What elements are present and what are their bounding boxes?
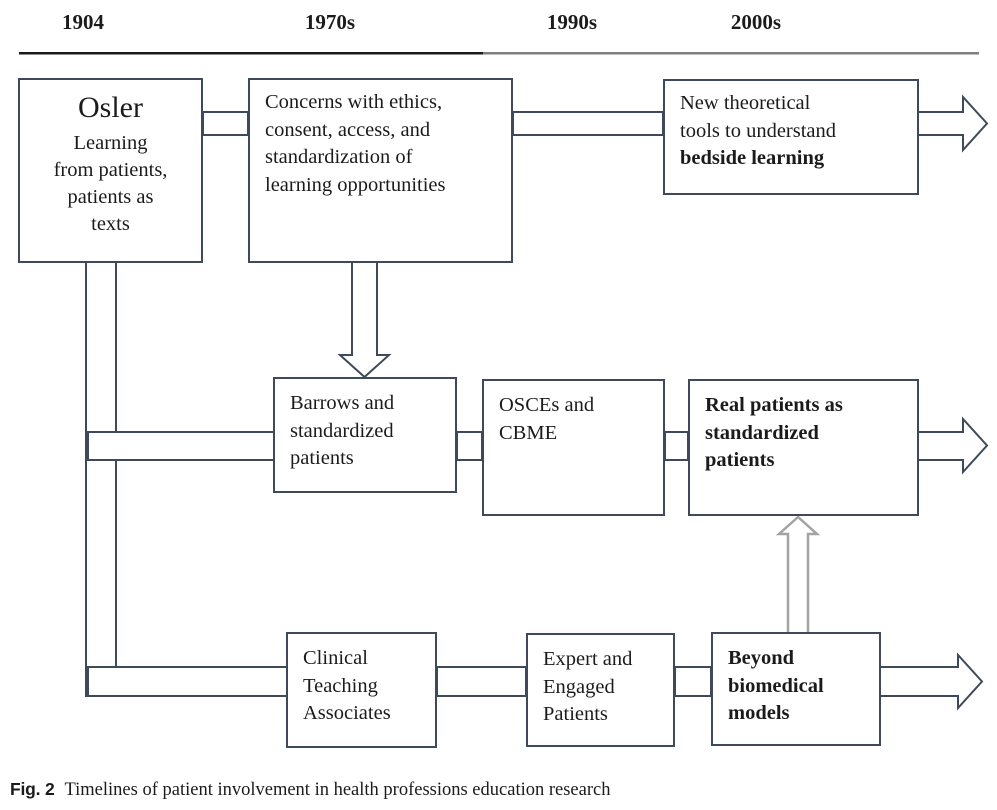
box-concerns-line: Concerns with ethics,	[265, 91, 443, 113]
pipe-osler-to-concerns	[202, 111, 249, 136]
year-label-1970s: 1970s	[304, 10, 356, 34]
figure-caption-text: Timelines of patient involvement in heal…	[64, 780, 611, 800]
box-beyond-line: Beyond	[728, 647, 795, 669]
box-barrows-line: standardized	[290, 419, 394, 442]
box-real-patients: Real patients as standardized patients	[688, 379, 919, 516]
timeline-rule-left	[19, 52, 483, 55]
box-osces-line: OSCEs and	[499, 394, 595, 416]
box-concerns-line: learning opportunities	[265, 173, 446, 196]
box-osler-title: Osler	[78, 91, 143, 124]
pipe-osces-to-real	[664, 431, 689, 461]
pipe-trunk-to-barrows	[87, 431, 276, 461]
pipe-osler-trunk	[85, 257, 117, 697]
box-new-theoretical-line: New theoretical	[680, 92, 811, 114]
box-new-theoretical: New theoretical tools to understand beds…	[663, 79, 919, 195]
box-beyond-line: biomedical	[728, 674, 824, 697]
year-label-1904: 1904	[62, 10, 104, 34]
box-osler-line: from patients,	[53, 159, 168, 181]
box-concerns-line: standardization of	[265, 146, 413, 168]
figure-caption: Fig. 2 Timelines of patient involvement i…	[10, 779, 980, 801]
box-concerns: Concerns with ethics, consent, access, a…	[248, 78, 513, 263]
pipe-barrows-to-osces	[456, 431, 483, 461]
box-osler: Osler Learning from patients, patients a…	[18, 78, 203, 263]
box-barrows-line: Barrows and	[290, 392, 395, 414]
box-expert: Expert and Engaged Patients	[526, 633, 675, 747]
box-beyond-line: models	[728, 702, 790, 724]
box-osces: OSCEs and CBME	[482, 379, 665, 516]
box-osler-line: patients as	[67, 186, 154, 208]
arrow-right-row1-icon	[916, 94, 989, 153]
box-clinical-line: Associates	[303, 702, 391, 724]
arrow-up-gray-icon	[775, 515, 821, 636]
arrow-down-icon	[337, 260, 392, 379]
box-beyond: Beyond biomedical models	[711, 632, 881, 746]
box-expert-line: Expert and	[543, 648, 633, 670]
pipe-expert-to-beyond	[674, 666, 712, 697]
box-barrows-line: patients	[290, 447, 354, 469]
box-concerns-line: consent, access, and	[265, 118, 431, 141]
box-osler-line: Learning	[73, 132, 148, 154]
box-clinical: Clinical Teaching Associates	[286, 632, 437, 748]
arrow-right-row3-icon	[878, 652, 984, 711]
box-real-patients-line: standardized	[705, 421, 819, 444]
box-barrows: Barrows and standardized patients	[273, 377, 457, 493]
box-expert-line: Patients	[543, 703, 608, 725]
pipe-trunk-to-clinical	[87, 666, 289, 697]
box-clinical-line: Teaching	[303, 674, 378, 697]
box-osler-line: texts	[91, 213, 130, 235]
box-new-theoretical-bold-line: bedside learning	[680, 147, 825, 169]
pipe-clinical-to-expert	[436, 666, 527, 697]
arrow-right-row2-icon	[916, 416, 989, 475]
timeline-rule-right	[483, 52, 979, 55]
box-new-theoretical-line: tools to understand	[680, 119, 837, 142]
box-clinical-line: Clinical	[303, 647, 368, 669]
box-osces-line: CBME	[499, 421, 558, 444]
box-expert-line: Engaged	[543, 675, 615, 698]
box-real-patients-line: Real patients as	[705, 394, 843, 416]
figure-caption-label: Fig. 2	[10, 779, 55, 799]
box-real-patients-line: patients	[705, 449, 775, 471]
pipe-concerns-to-new	[512, 111, 664, 136]
year-label-2000s: 2000s	[730, 10, 782, 34]
year-label-1990s: 1990s	[546, 10, 598, 34]
